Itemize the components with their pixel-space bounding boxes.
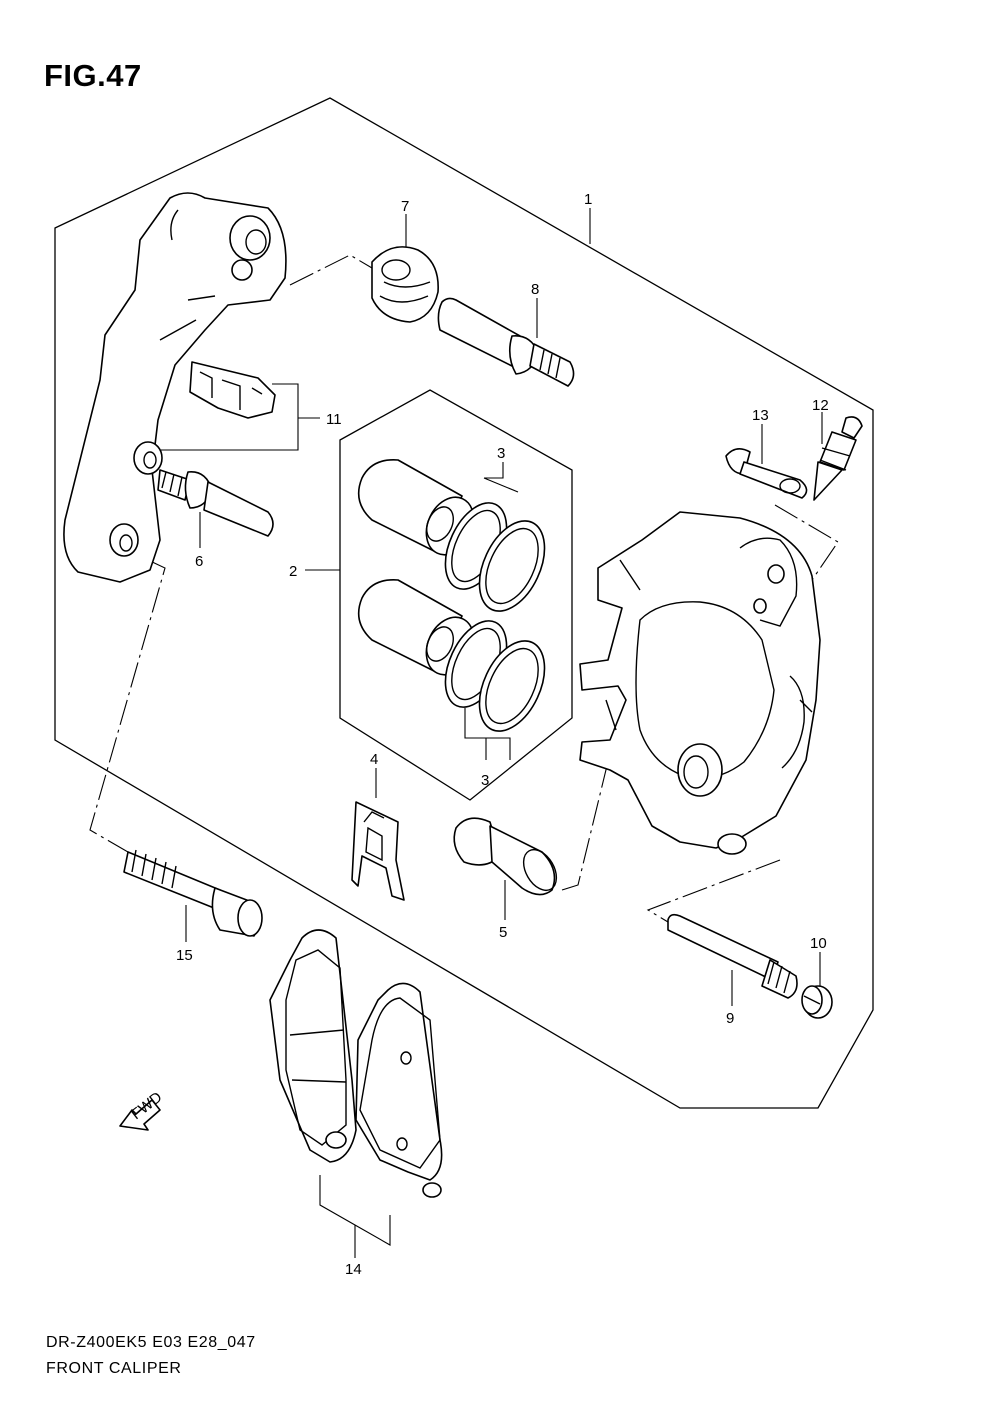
pin-plug	[801, 985, 833, 1019]
leader-lines	[152, 208, 823, 1258]
bracket-bolt	[123, 849, 263, 937]
figure-code: DR-Z400EK5 E03 E28_047	[46, 1334, 256, 1351]
callout-11: 11	[326, 411, 342, 428]
pad-clip	[189, 361, 276, 419]
callout-2: 2	[289, 563, 297, 580]
pad-spring	[351, 801, 405, 901]
callout-5: 5	[499, 924, 507, 941]
slide-pin-main	[437, 297, 575, 387]
figure-title: FIG.47	[44, 58, 142, 93]
callout-14: 14	[345, 1261, 362, 1278]
figure-name: FRONT CALIPER	[46, 1360, 182, 1377]
callout-7: 7	[401, 198, 409, 215]
callout-12: 12	[812, 397, 829, 414]
assembly-outline	[54, 97, 874, 1109]
caliper-slide-bolt	[453, 817, 558, 896]
bleeder-cap	[725, 448, 808, 499]
piston-kit-outline	[339, 389, 573, 801]
callout-numbers: 1 2 3 3 4 5 6 7 8 9 10 11 12 13 14 15	[176, 191, 829, 1278]
callout-8: 8	[531, 281, 539, 298]
centre-lines	[89, 254, 839, 923]
callout-3-lower: 3	[481, 772, 489, 789]
caliper-body	[579, 511, 821, 855]
callout-3-upper: 3	[497, 445, 505, 462]
callout-6: 6	[195, 553, 203, 570]
brake-pad-set	[269, 929, 443, 1198]
callout-15: 15	[176, 947, 193, 964]
piston-seals	[444, 502, 546, 732]
callout-9: 9	[726, 1010, 734, 1027]
bleeder-valve	[813, 416, 863, 501]
caliper-bracket	[63, 192, 287, 583]
callout-13: 13	[752, 407, 769, 424]
callout-1: 1	[584, 191, 592, 208]
pin-boot	[371, 246, 439, 323]
callout-10: 10	[810, 935, 827, 952]
slide-pin-upper	[157, 469, 274, 537]
forward-arrow-icon: FWD	[119, 1089, 166, 1131]
callout-4: 4	[370, 751, 378, 768]
slide-pin-lower	[667, 913, 798, 999]
